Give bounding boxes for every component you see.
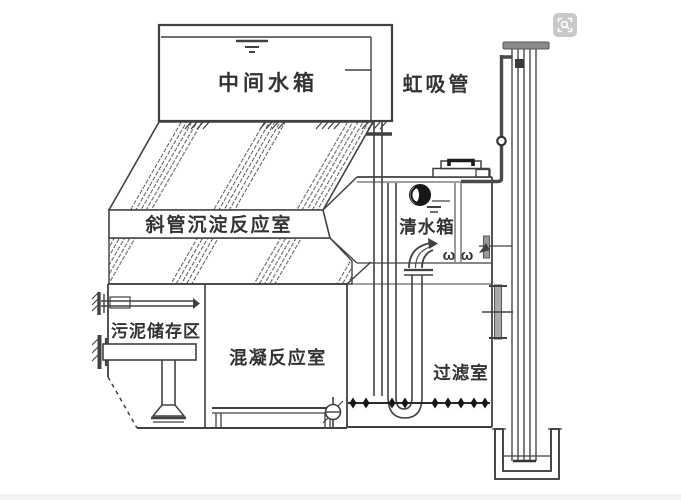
support-frame <box>212 407 333 428</box>
downpipe-and-u-tube <box>366 121 423 419</box>
lower-wall-port <box>482 284 513 340</box>
image-search-icon <box>557 17 573 33</box>
upper-wall-port <box>479 235 512 259</box>
sampling-symbol <box>408 184 450 213</box>
pipe-hook-symbol: ω <box>461 247 474 264</box>
settling-chamber-band: 斜管沉淀反应室 <box>108 209 332 239</box>
label-inclined-tube-settling-chamber: 斜管沉淀反应室 <box>144 213 292 236</box>
right-chamber <box>322 176 493 428</box>
roof-pipe-stub <box>475 168 491 178</box>
lower-tank-body <box>107 261 372 429</box>
label-clean-water-tank: 清水箱 <box>399 217 455 237</box>
image-search-button[interactable] <box>553 13 577 37</box>
drain-valve <box>322 397 344 428</box>
page-bottom-divider <box>0 494 681 500</box>
access-lid <box>432 158 490 178</box>
sludge-suction-pipe <box>91 291 200 315</box>
suction-elbow <box>404 238 438 276</box>
water-seal-basin <box>492 428 562 480</box>
intermediate-water-tank <box>157 23 394 130</box>
label-filter-chamber: 过滤室 <box>433 363 489 383</box>
trumpet-standpipe <box>151 360 186 423</box>
pipe-hook-symbol: ω <box>443 247 456 264</box>
filter-nozzle-plate <box>348 397 490 409</box>
siphon-column <box>454 41 550 461</box>
sludge-discharge-pipe <box>91 335 197 369</box>
water-level-mark <box>236 39 268 53</box>
ground-hatching <box>184 120 388 130</box>
label-sludge-storage: 污泥储存区 <box>111 321 201 341</box>
label-coagulation-chamber: 混凝反应室 <box>229 347 327 368</box>
label-intermediate-tank: 中间水箱 <box>218 71 318 95</box>
inclined-tube-section <box>107 121 375 285</box>
label-siphon-pipe: 虹吸管 <box>403 72 472 96</box>
